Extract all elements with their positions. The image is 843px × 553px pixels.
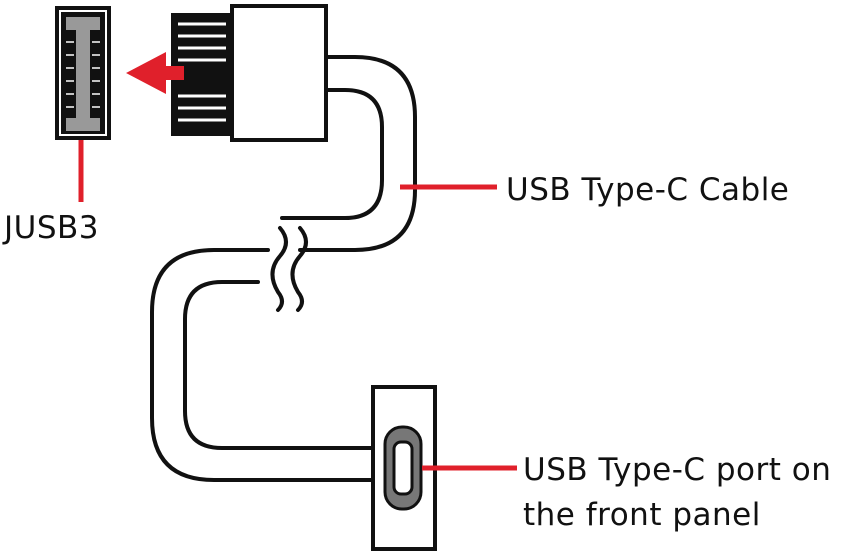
cable-label: USB Type-C Cable <box>506 172 789 208</box>
port-label-line-2: the front panel <box>523 497 761 533</box>
cable-lower-outer-edge <box>150 248 375 482</box>
cable-break-marks <box>270 226 308 312</box>
header-pin-lines <box>66 41 100 108</box>
plug-pin-stripes <box>178 22 226 122</box>
cable <box>150 55 417 482</box>
cable-upper-inner-edge <box>280 88 384 220</box>
header-inner-frame <box>59 10 107 136</box>
usb-plug <box>126 4 328 142</box>
cable-upper-outer-edge <box>298 55 417 252</box>
port-label-line-1: USB Type-C port on <box>523 452 831 488</box>
plug-body <box>230 4 328 142</box>
cable-lower-inner-edge <box>183 280 375 450</box>
header-key <box>66 17 100 131</box>
insert-arrow-icon <box>126 52 184 94</box>
jusb3-label: JUSB3 <box>2 210 99 246</box>
break-mark-left <box>270 226 288 312</box>
usb-c-port-opening <box>392 440 414 496</box>
jusb3-header <box>55 6 111 140</box>
break-mark-right <box>290 226 308 312</box>
